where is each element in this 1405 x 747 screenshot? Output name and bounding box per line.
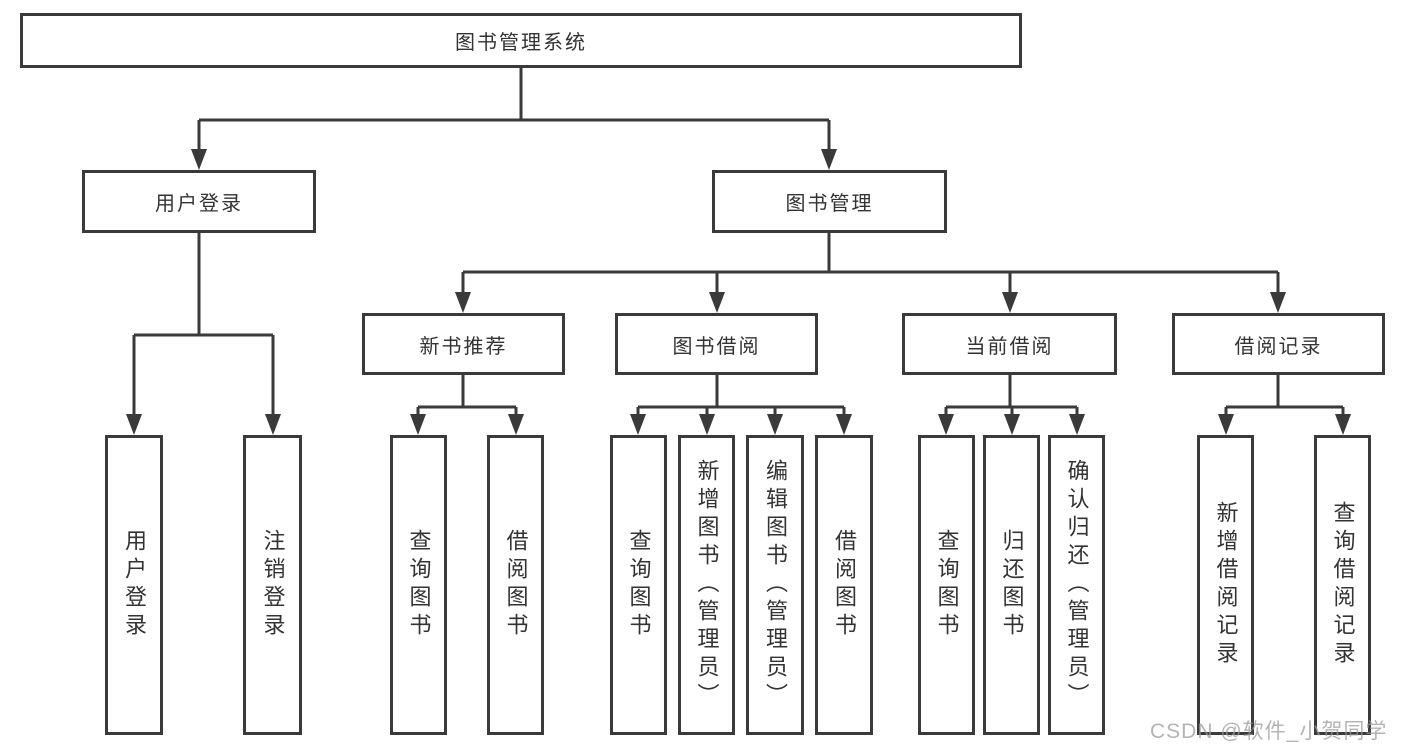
arrowhead-icon [1069, 414, 1085, 435]
node-current-borrowing: 当前借阅 [902, 313, 1117, 375]
arrowhead-icon [1218, 414, 1234, 435]
node-label: 用户登录 [155, 193, 243, 215]
arrowhead-icon [1335, 414, 1351, 435]
node-book-management: 图书管理 [712, 170, 947, 233]
leaf-label: 编辑图书（管理员） [763, 459, 788, 711]
leaf-label: 借阅图书 [503, 529, 529, 641]
arrowhead-icon [836, 414, 852, 435]
connector [630, 375, 852, 435]
node-label: 新书推荐 [419, 335, 508, 358]
arrowhead-icon [508, 414, 524, 435]
leaf-logout: 注销登录 [243, 435, 302, 735]
node-label: 图书借阅 [672, 335, 761, 358]
leaf-label: 新增借阅记录 [1213, 501, 1239, 669]
leaf-user-login: 用户登录 [105, 435, 163, 735]
connector [126, 233, 281, 435]
arrowhead-icon [630, 414, 646, 435]
connector [455, 233, 1286, 313]
leaf-query-books-borrow: 查询图书 [610, 435, 667, 735]
arrowhead-icon [191, 149, 207, 170]
arrowhead-icon [1004, 414, 1020, 435]
arrowhead-icon [767, 414, 783, 435]
watermark: CSDN @软件_小贺同学 [1150, 720, 1388, 743]
leaf-edit-book-admin: 编辑图书（管理员） [746, 435, 804, 735]
leaf-label: 确认归还（管理员） [1064, 459, 1090, 711]
node-book-borrowing: 图书借阅 [615, 313, 818, 375]
node-borrowing-records: 借阅记录 [1172, 313, 1385, 375]
leaf-query-borrow-record: 查询借阅记录 [1314, 435, 1371, 735]
connector [410, 375, 524, 435]
arrowhead-icon [410, 414, 426, 435]
leaf-label: 归还图书 [999, 529, 1025, 641]
leaf-add-book-admin: 新增图书（管理员） [678, 435, 735, 735]
arrowhead-icon [126, 414, 142, 435]
arrowhead-icon [265, 414, 281, 435]
node-user-login: 用户登录 [82, 170, 316, 233]
leaf-label: 查询图书 [934, 529, 960, 641]
leaf-query-books-recommend: 查询图书 [390, 435, 447, 735]
leaf-label: 借阅图书 [832, 529, 857, 641]
arrowhead-icon [699, 414, 715, 435]
arrowhead-icon [455, 292, 471, 313]
node-label: 当前借阅 [965, 335, 1054, 358]
leaf-label: 查询借阅记录 [1330, 501, 1356, 669]
arrowhead-icon [1270, 292, 1286, 313]
node-new-book-recommendation: 新书推荐 [362, 313, 565, 375]
leaf-confirm-return-admin: 确认归还（管理员） [1048, 435, 1105, 735]
node-label: 图书管理系统 [455, 32, 587, 54]
connector [1218, 375, 1351, 435]
leaf-borrow-books: 借阅图书 [815, 435, 873, 735]
leaf-label: 新增图书（管理员） [694, 459, 720, 711]
leaf-label: 注销登录 [260, 529, 286, 641]
leaf-borrow-books-recommend: 借阅图书 [487, 435, 544, 735]
node-label: 借阅记录 [1234, 335, 1323, 358]
leaf-label: 用户登录 [122, 529, 147, 641]
node-label: 图书管理 [785, 193, 874, 215]
leaf-add-borrow-record: 新增借阅记录 [1197, 435, 1254, 735]
arrowhead-icon [709, 292, 725, 313]
arrowhead-icon [938, 414, 954, 435]
node-library-management-system: 图书管理系统 [20, 13, 1022, 68]
arrowhead-icon [821, 149, 837, 170]
leaf-label: 查询图书 [626, 529, 652, 641]
leaf-label: 查询图书 [406, 529, 432, 641]
leaf-query-books-current: 查询图书 [918, 435, 975, 735]
connector [938, 375, 1085, 435]
connector [191, 68, 837, 170]
arrowhead-icon [1002, 292, 1018, 313]
leaf-return-book: 归还图书 [983, 435, 1040, 735]
